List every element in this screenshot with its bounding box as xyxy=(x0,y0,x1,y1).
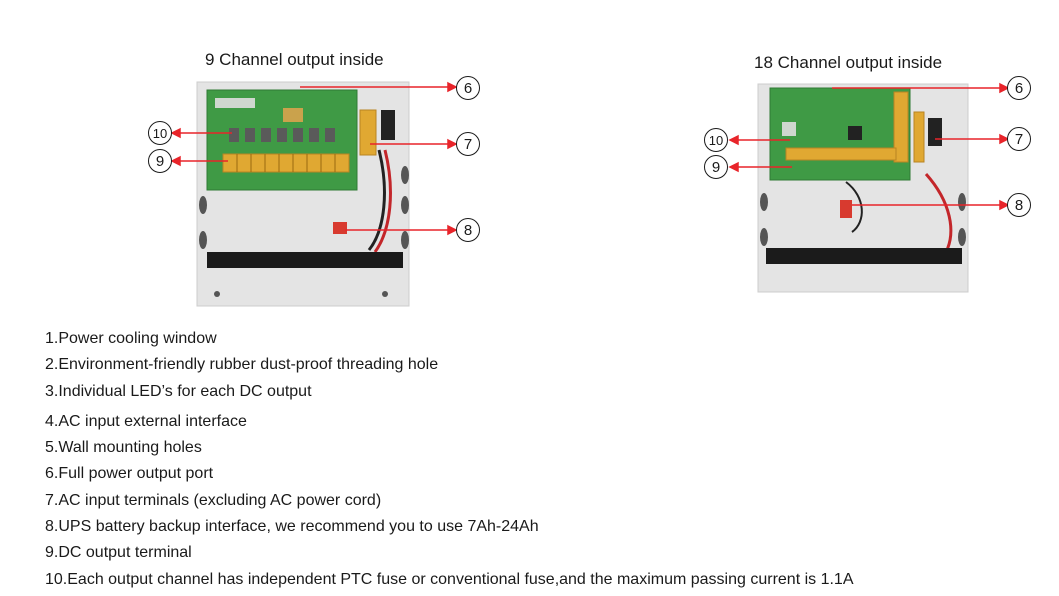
feature-item-2: 2.Environment-friendly rubber dust-proof… xyxy=(45,356,439,374)
right-enclosure-illustration xyxy=(757,83,969,293)
right-callout-8: 8 xyxy=(1007,193,1031,217)
left-callout-10: 10 xyxy=(148,121,172,145)
left-callout-6: 6 xyxy=(456,76,480,100)
feature-list: 1.Power cooling window 2.Environment-fri… xyxy=(45,326,854,593)
feature-item-6: 6.Full power output port xyxy=(45,465,214,483)
feature-item-7: 7.AC input terminals (excluding AC power… xyxy=(45,491,382,509)
left-enclosure-photo xyxy=(195,80,413,308)
right-enclosure-photo xyxy=(756,82,970,294)
right-callout-10: 10 xyxy=(704,128,728,152)
feature-item-9: 9.DC output terminal xyxy=(45,544,192,562)
right-callout-7: 7 xyxy=(1007,127,1031,151)
left-callout-7: 7 xyxy=(456,132,480,156)
right-callout-9: 9 xyxy=(704,155,728,179)
feature-item-4: 4.AC input external interface xyxy=(45,412,247,430)
right-callout-6: 6 xyxy=(1007,76,1031,100)
feature-item-8: 8.UPS battery backup interface, we recom… xyxy=(45,518,539,536)
left-panel-title: 9 Channel output inside xyxy=(205,50,384,69)
left-callout-9: 9 xyxy=(148,149,172,173)
right-panel-title: 18 Channel output inside xyxy=(754,53,943,72)
feature-item-5: 5.Wall mounting holes xyxy=(45,439,202,457)
feature-item-10: 10.Each output channel has independent P… xyxy=(45,570,854,588)
feature-item-3: 3.Individual LED’s for each DC output xyxy=(45,382,312,400)
feature-item-1: 1.Power cooling window xyxy=(45,330,217,347)
left-callout-8: 8 xyxy=(456,218,480,242)
left-enclosure-illustration xyxy=(196,81,410,307)
